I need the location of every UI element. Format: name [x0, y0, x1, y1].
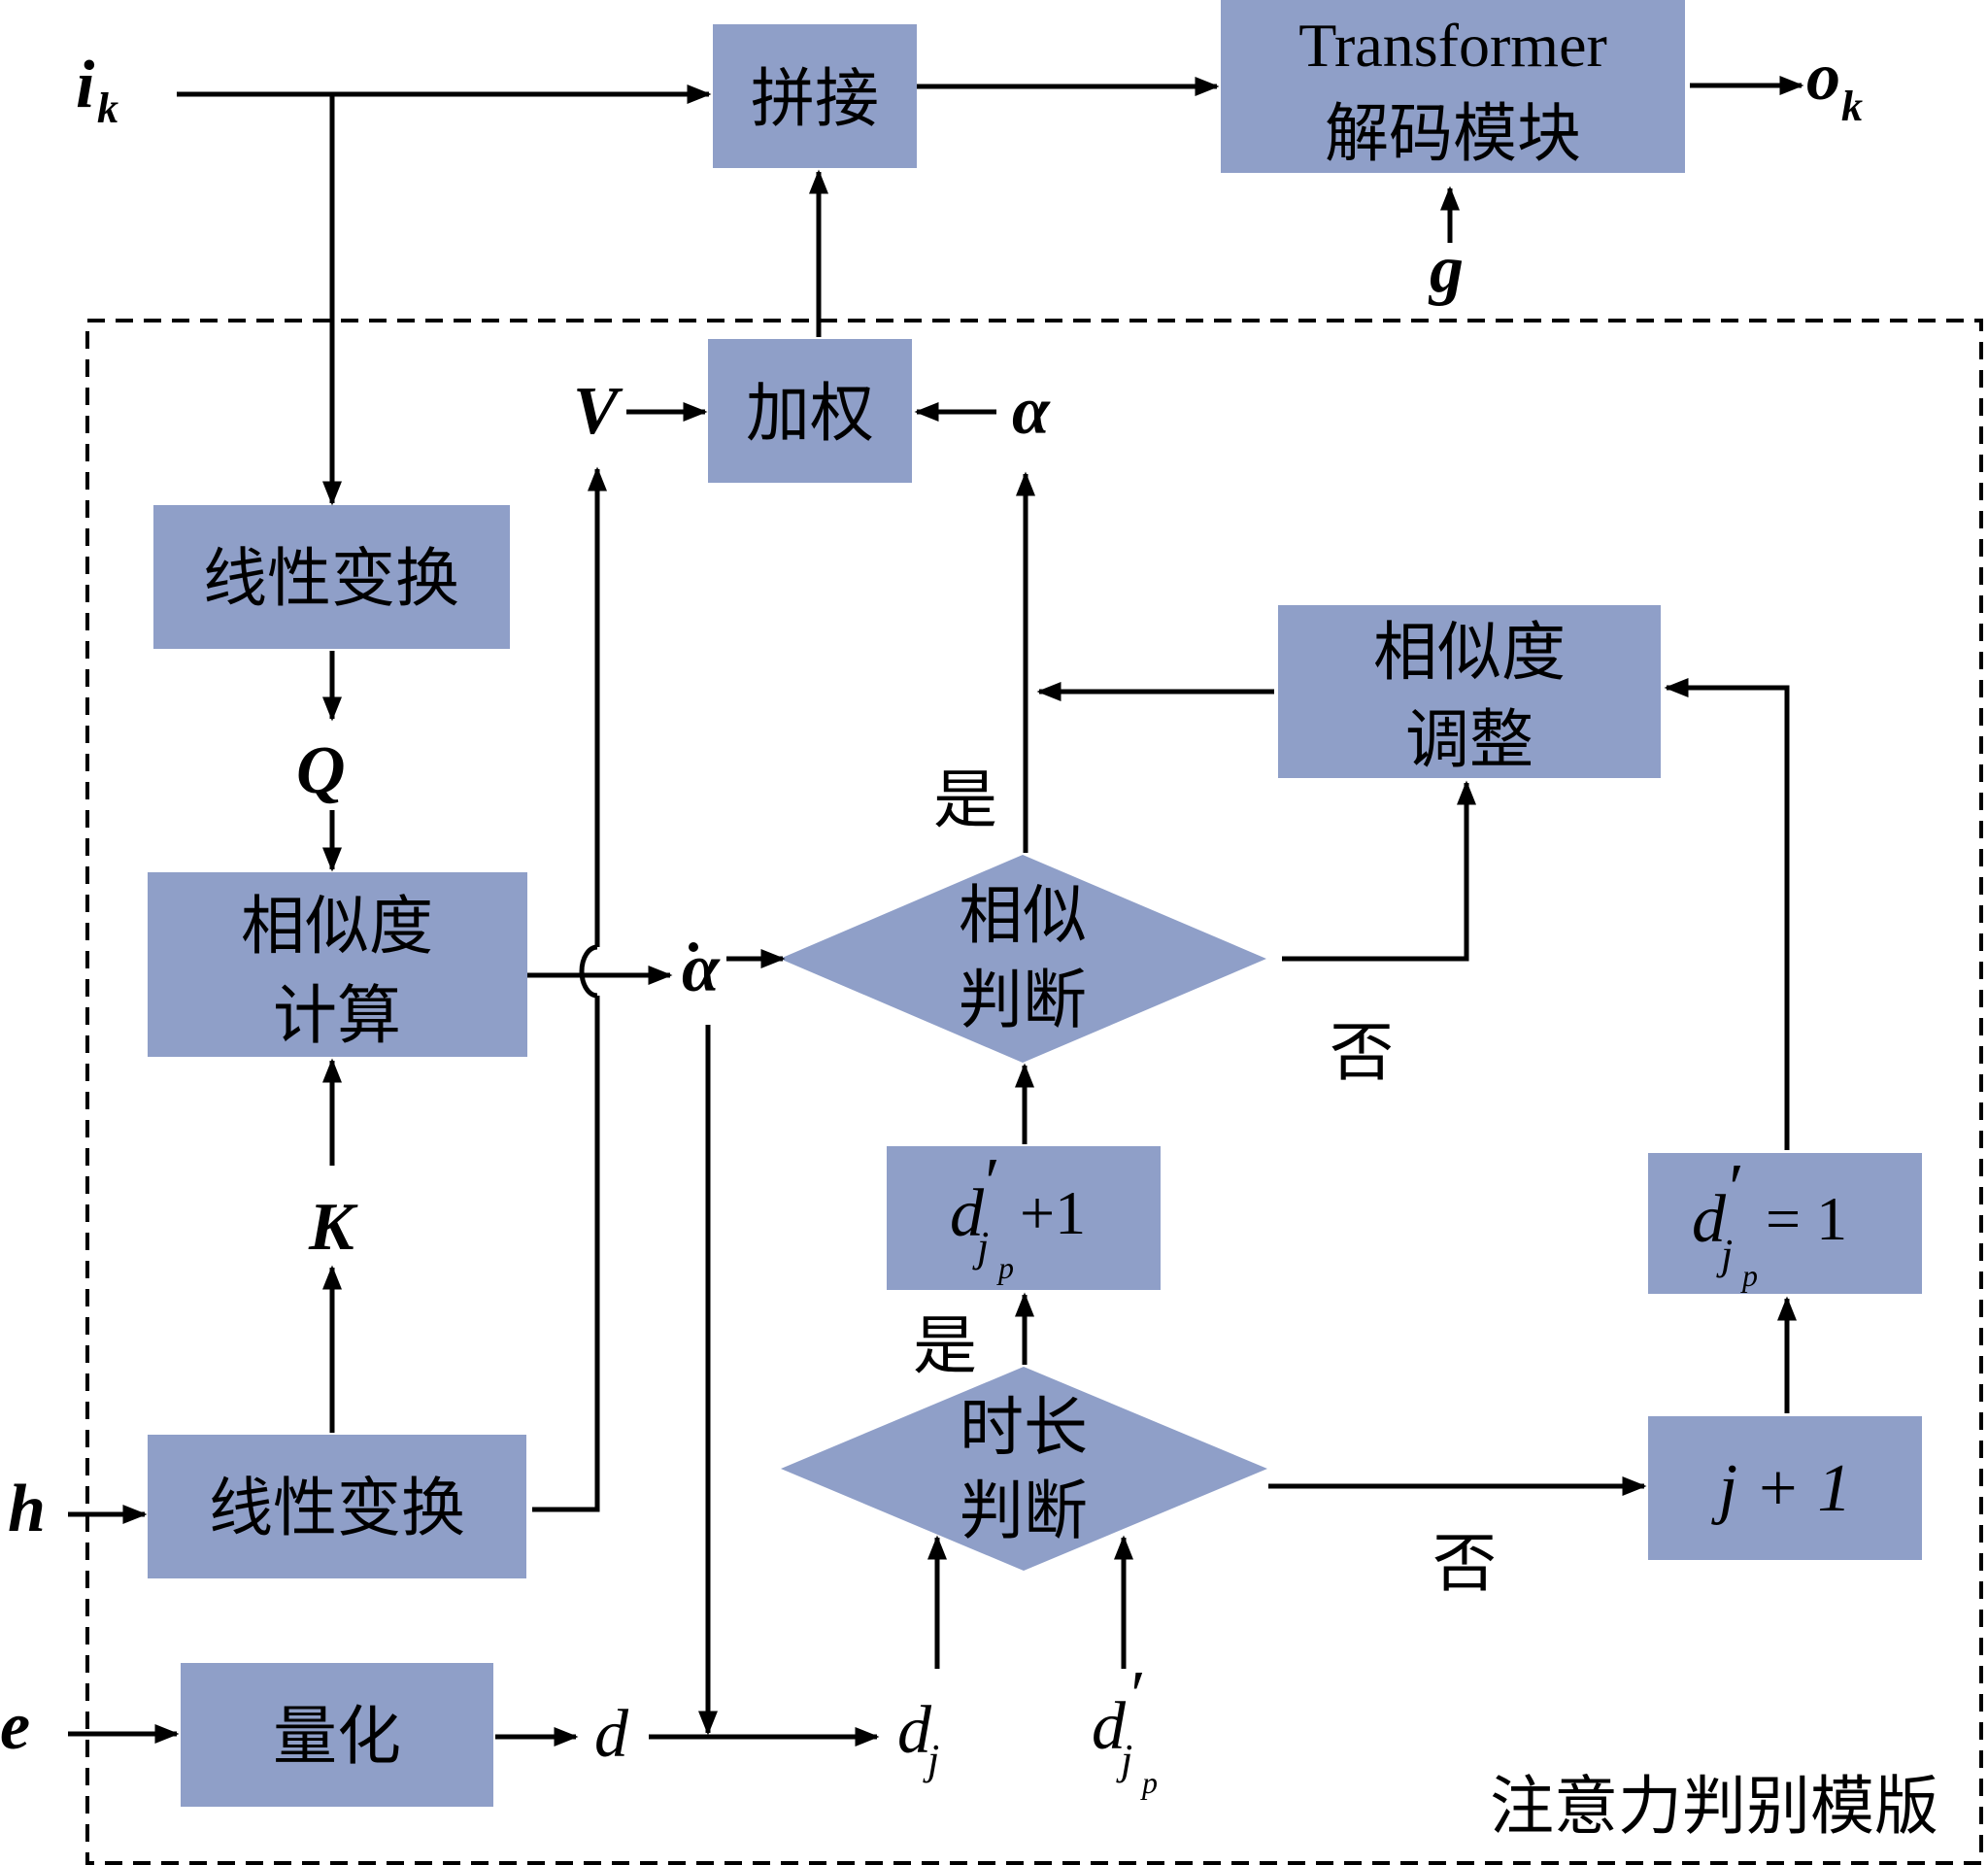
connectors — [68, 76, 1804, 1746]
duration-judge-diamond: 时长 判断 — [781, 1367, 1267, 1571]
line-hop — [579, 944, 598, 999]
dj-plus-one-rest: +1 — [1020, 1178, 1086, 1247]
dj-equals-one-box: d ′ j p = 1 — [1648, 1151, 1922, 1294]
symbol-e: e — [0, 1689, 30, 1764]
arrow-judge-no-to-adjust — [1282, 780, 1476, 962]
svg-text:′: ′ — [1127, 1658, 1143, 1733]
duration-judge-line2: 判断 — [960, 1474, 1088, 1548]
quantize-label: 量化 — [273, 1699, 401, 1774]
dj-equals-one-d: d — [1692, 1182, 1727, 1257]
concat-label: 拼接 — [751, 61, 879, 136]
dj-equals-one-sub: j — [1716, 1231, 1733, 1278]
attention-module-boundary — [85, 319, 1983, 1865]
weighted-label: 加权 — [746, 376, 874, 451]
transformer-decoder-box: Transformer 解码模块 — [1221, 0, 1685, 173]
similarity-adjust-line1: 相似度 — [1373, 615, 1566, 690]
similar-judge-line1: 相似 — [959, 878, 1087, 953]
symbol-v: V — [573, 374, 623, 449]
svg-text:k: k — [97, 85, 118, 132]
similarity-calc-box: 相似度 计算 — [148, 872, 527, 1057]
linear-transform-top-label: 线性变换 — [203, 541, 459, 616]
symbol-q: Q — [296, 733, 346, 808]
dj-equals-one-prime: ′ — [1725, 1151, 1741, 1226]
symbol-d: d — [594, 1697, 629, 1772]
arrow-djeq1-to-adjust — [1664, 678, 1790, 1150]
concat-box: 拼接 — [713, 24, 917, 168]
svg-text:j: j — [923, 1736, 939, 1783]
symbol-alpha-dot: α — [682, 932, 721, 1006]
svg-text:d: d — [897, 1693, 932, 1768]
dj-plus-one-prime: ′ — [981, 1145, 997, 1220]
symbol-ik: i k — [76, 48, 118, 132]
similar-judge-line2: 判断 — [959, 963, 1087, 1037]
label-no-right: 否 — [1330, 1015, 1394, 1090]
dj-plus-one-d: d — [950, 1176, 985, 1251]
j-plus-one-label: j + 1 — [1711, 1451, 1852, 1526]
label-yes-top: 是 — [933, 763, 997, 837]
svg-text:p: p — [1140, 1765, 1158, 1800]
module-title: 注意力判别模版 — [1490, 1769, 1938, 1844]
similarity-calc-line2: 计算 — [273, 978, 401, 1053]
svg-text:k: k — [1841, 83, 1863, 130]
linear-transform-bottom-label: 线性变换 — [209, 1471, 465, 1545]
symbol-alpha: α — [1012, 374, 1051, 449]
label-no-bottom: 否 — [1432, 1526, 1497, 1601]
symbol-g: g — [1428, 232, 1464, 307]
similarity-adjust-box: 相似度 调整 — [1278, 605, 1661, 778]
line-linear-to-v-lower — [532, 996, 600, 1512]
duration-judge-line1: 时长 — [960, 1390, 1088, 1465]
decoder-module-label: 解码模块 — [1325, 96, 1581, 171]
symbol-ok: o k — [1806, 40, 1863, 130]
weighted-box: 加权 — [708, 339, 912, 483]
symbol-dj: d j — [897, 1693, 939, 1783]
transformer-label: Transformer — [1298, 11, 1607, 80]
svg-text:α: α — [682, 932, 721, 1006]
svg-text:d: d — [1092, 1689, 1127, 1764]
symbol-k: K — [308, 1190, 358, 1265]
similar-judge-diamond: 相似 判断 — [780, 855, 1266, 1063]
linear-transform-top-box: 线性变换 — [153, 505, 510, 649]
j-plus-one-box: j + 1 — [1648, 1416, 1922, 1560]
quantize-box: 量化 — [181, 1663, 493, 1807]
symbol-h: h — [8, 1472, 46, 1546]
dj-plus-one-subsub: p — [996, 1250, 1014, 1285]
label-yes-mid: 是 — [913, 1308, 977, 1383]
dj-equals-one-rest: = 1 — [1766, 1184, 1847, 1253]
dj-plus-one-box: d ′ j p +1 — [887, 1145, 1161, 1290]
similarity-calc-line1: 相似度 — [241, 889, 433, 964]
dj-equals-one-subsub: p — [1740, 1258, 1758, 1293]
symbol-djp-prime: d ′ j p — [1092, 1658, 1158, 1800]
svg-text:o: o — [1806, 40, 1840, 115]
similarity-adjust-line2: 调整 — [1405, 702, 1533, 777]
dj-plus-one-sub: j — [972, 1223, 989, 1271]
svg-text:i: i — [76, 48, 95, 122]
linear-transform-bottom-box: 线性变换 — [148, 1435, 526, 1578]
svg-text:j: j — [1116, 1736, 1132, 1783]
